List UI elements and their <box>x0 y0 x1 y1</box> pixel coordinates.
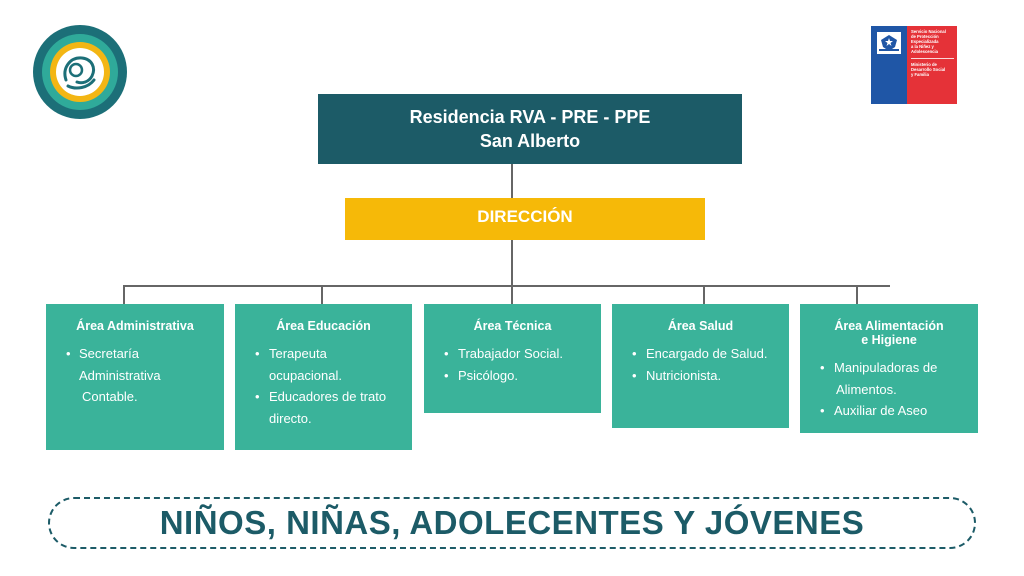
area-alimentacion-list: •Manipuladoras de Alimentos. •Auxiliar d… <box>800 357 978 422</box>
list-item: •Trabajador Social. <box>444 346 564 361</box>
list-item: •Auxiliar de Aseo <box>820 403 928 418</box>
list-item: Alimentos. <box>836 381 897 397</box>
gov-text-4: a la Niñez y <box>911 44 934 49</box>
connector-direction-bus <box>511 240 513 286</box>
direction-box: DIRECCIÓN <box>345 198 705 240</box>
direction-label: DIRECCIÓN <box>477 207 573 226</box>
chile-coat-of-arms-icon <box>879 35 899 51</box>
connector-area-tecnica <box>511 285 513 304</box>
list-item: •Terapeuta <box>255 346 327 361</box>
area-administrativa-title: Área Administrativa <box>76 319 194 333</box>
list-item: Contable. <box>82 389 138 404</box>
connector-title-direction <box>511 164 513 198</box>
area-alimentacion-title-line2: e Higiene <box>861 333 917 347</box>
area-alimentacion-box: Área Alimentación e Higiene •Manipulador… <box>800 304 978 433</box>
area-educacion-box: Área Educación •Terapeuta ocupacional. •… <box>235 304 412 450</box>
list-item: •Psicólogo. <box>444 367 518 383</box>
area-salud-box: Área Salud •Encargado de Salud. •Nutrici… <box>612 304 789 428</box>
connector-area-alimentacion <box>856 285 858 304</box>
gov-text-1: Servicio Nacional <box>911 29 946 34</box>
list-item: directo. <box>269 410 312 426</box>
list-item: •Educadores de trato <box>255 389 387 404</box>
connector-area-administrativa <box>123 285 125 304</box>
connector-area-salud <box>703 285 705 304</box>
area-salud-title: Área Salud <box>667 319 734 333</box>
residence-title-line2: San Alberto <box>479 131 581 151</box>
gov-text-3: Especializada <box>911 39 939 44</box>
connector-horizontal-bus <box>123 285 890 287</box>
gov-text-5: Adolescencia <box>911 49 938 54</box>
gov-divider <box>911 58 954 59</box>
area-administrativa-list: •Secretaría Administrativa Contable. <box>46 343 224 408</box>
area-tecnica-box: Área Técnica •Trabajador Social. •Psicól… <box>424 304 601 413</box>
gov-text-7: Desarrollo Social <box>911 67 946 72</box>
area-educacion-title: Área Educación <box>276 319 371 333</box>
list-item: ocupacional. <box>269 367 342 383</box>
connector-area-educacion <box>321 285 323 304</box>
list-item: •Secretaría <box>66 346 139 361</box>
banner-text: NIÑOS, NIÑAS, ADOLECENTES Y JÓVENES <box>159 504 865 541</box>
gov-text-6: Ministerio de <box>911 62 937 67</box>
list-item: Administrativa <box>79 367 161 383</box>
area-administrativa-box: Área Administrativa •Secretaría Administ… <box>46 304 224 450</box>
residence-title-line1: Residencia RVA - PRE - PPE <box>409 107 651 127</box>
area-tecnica-title: Área Técnica <box>473 319 552 333</box>
gov-text-8: y Familia <box>911 72 929 77</box>
area-tecnica-list: •Trabajador Social. •Psicólogo. <box>424 343 601 386</box>
list-item: •Nutricionista. <box>632 367 722 383</box>
area-alimentacion-title-line1: Área Alimentación <box>834 319 944 333</box>
area-salud-list: •Encargado de Salud. •Nutricionista. <box>612 343 789 386</box>
area-alimentacion-title: Área Alimentación e Higiene <box>800 319 978 347</box>
gov-text-2: de Protección <box>911 34 939 39</box>
government-logo: Servicio Nacional de Protección Especial… <box>871 26 957 104</box>
list-item: •Manipuladoras de <box>820 360 938 375</box>
list-item: •Encargado de Salud. <box>632 346 768 361</box>
embrace-logo-icon <box>33 25 127 119</box>
target-population-banner: NIÑOS, NIÑAS, ADOLECENTES Y JÓVENES <box>48 497 976 549</box>
residence-title-box: Residencia RVA - PRE - PPE San Alberto <box>318 94 742 164</box>
area-educacion-list: •Terapeuta ocupacional. •Educadores de t… <box>235 343 412 429</box>
